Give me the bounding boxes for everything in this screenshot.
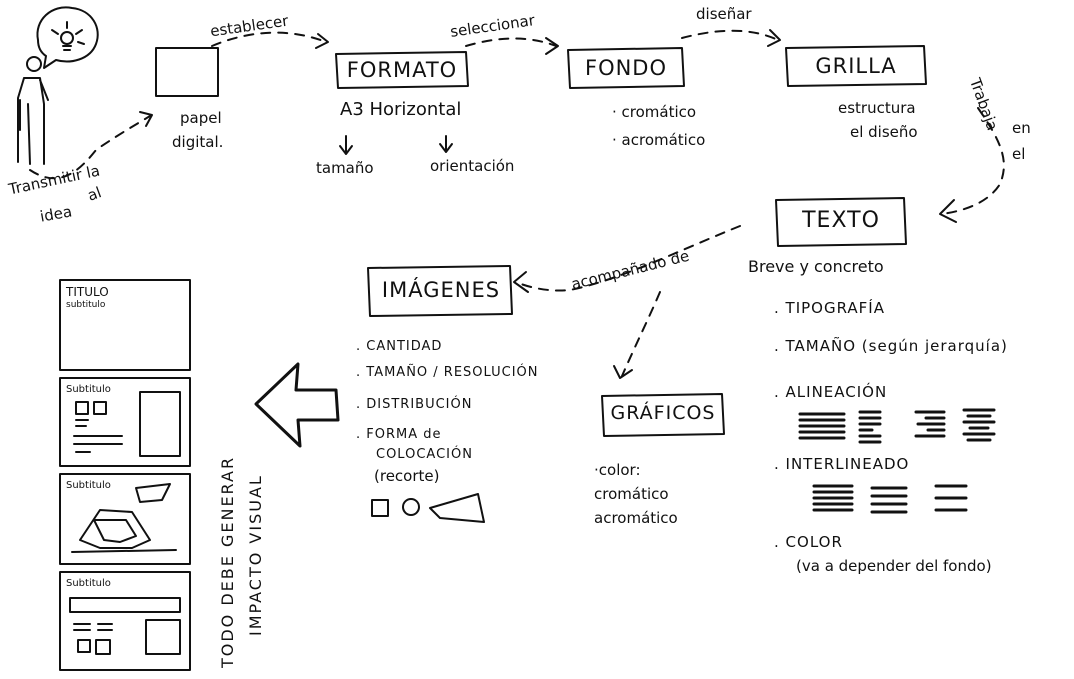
graficos-box [601,393,725,437]
fondo-box [567,47,685,89]
layout-subtitulo-2: Subtitulo [66,480,111,491]
fondo-item-1: · cromático [612,103,697,121]
grilla-desc1: estructura [838,99,916,117]
texto-color: . COLOR [774,533,843,551]
fondo-item-2: · acromático [612,131,706,149]
graficos-item-3: acromático [594,509,678,527]
paper-label2: digital. [172,133,224,151]
person-icon [17,56,49,165]
formato-tamano: tamaño [316,159,374,177]
layout-titulo: TITULO [66,285,109,299]
texto-color-note: (va a depender del fondo) [796,557,992,575]
arrow-label-en: en [1012,119,1031,137]
line-spacing-wide-icon [934,484,968,512]
paper-label1: papel [180,109,222,127]
grilla-title: GRILLA [815,54,897,78]
fondo-title: FONDO [584,56,668,80]
vertical-note-line2: IMPACTO VISUAL [246,474,265,636]
imagenes-item-2: . TAMAÑO / RESOLUCIÓN [356,365,539,380]
texto-subtitle: Breve y concreto [748,257,884,276]
lightbulb-icon [36,6,99,69]
line-spacing-tight-icon [812,484,854,512]
texto-alineacion: . ALINEACIÓN [774,383,888,401]
layout-thumbnails [59,279,191,671]
imagenes-item-5: COLOCACIÓN [376,447,473,462]
texto-interlineado: . INTERLINEADO [774,455,910,473]
arrow-label-el: el [1012,145,1026,163]
imagenes-item-6: (recorte) [374,467,440,485]
grilla-box [785,45,927,87]
imagenes-title: IMÁGENES [381,278,501,302]
texto-tamano: . TAMAÑO (según jerarquía) [774,337,1008,355]
graficos-item-1: ·color: [594,461,641,479]
grilla-desc2: el diseño [850,123,918,141]
flow-arrows [29,29,1005,377]
arrow-heads [139,29,957,379]
imagenes-item-3: . DISTRIBUCIÓN [356,397,473,412]
formato-box [335,51,469,89]
line-spacing-medium-icon [870,486,908,514]
graficos-item-2: cromático [594,485,669,503]
imagenes-item-4: . FORMA de [356,427,442,442]
formato-orientacion: orientación [430,157,515,175]
formato-spec: A3 Horizontal [340,99,462,120]
layout-subtitulo-1: Subtitulo [66,384,111,395]
layout-subtitulo-3: Subtitulo [66,578,111,589]
texto-title: TEXTO [802,208,880,233]
align-right-icon [914,410,946,438]
circle-crop-icon [402,498,420,516]
square-crop-icon [371,499,389,517]
hollow-arrow-icon [254,362,340,448]
arrow-label-disenar: diseñar [696,5,752,23]
align-left-icon [858,410,882,444]
texto-box [775,197,907,247]
graficos-title: GRÁFICOS [610,402,716,424]
imagenes-item-1: . CANTIDAD [356,339,443,354]
vertical-note-line1: TODO DEBE GENERAR [218,455,237,668]
align-justify-icon [798,412,846,440]
layout-subtitulo-top: subtitulo [66,300,106,310]
texto-tipografia: . TIPOGRAFÍA [774,299,885,317]
imagenes-box [367,265,513,317]
paper-box [155,47,219,97]
formato-title: FORMATO [346,58,458,82]
polygon-crop-icon [429,493,485,523]
align-center-icon [962,408,996,442]
